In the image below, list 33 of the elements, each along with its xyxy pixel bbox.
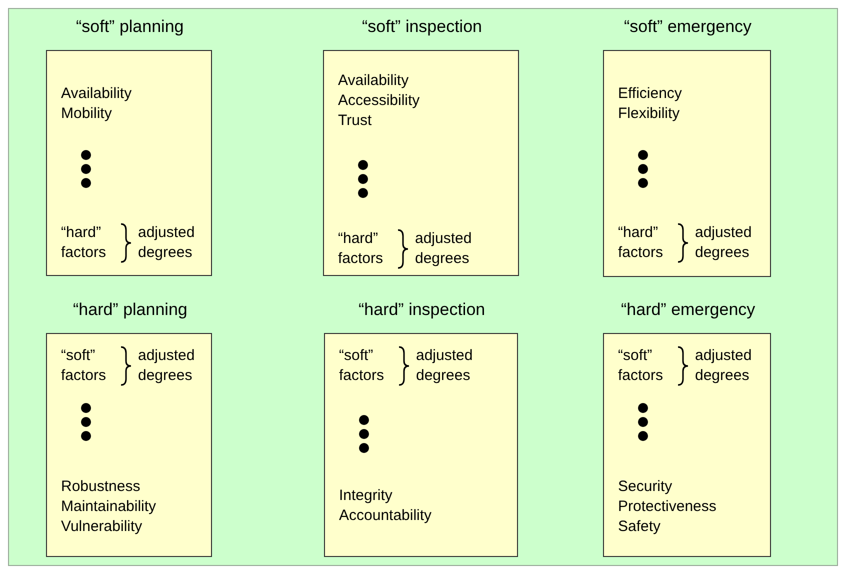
factor-group-label: “soft” factors xyxy=(61,346,108,386)
factor-name: Mobility xyxy=(61,104,112,124)
result-label: adjusted degrees xyxy=(695,346,753,386)
factor-name: Protectiveness xyxy=(618,497,716,517)
factor-name: Accountability xyxy=(339,506,432,526)
factor-group-label: “hard” factors xyxy=(618,223,664,263)
factor-name: Availability xyxy=(61,84,132,104)
result-label: adjusted degrees xyxy=(138,346,196,386)
factor-name: Safety xyxy=(618,517,661,537)
factor-group-label: “soft” factors xyxy=(339,346,386,386)
factor-name: Trust xyxy=(338,111,372,131)
box-heading: “soft” planning xyxy=(76,17,184,37)
result-label: adjusted degrees xyxy=(138,223,196,263)
result-label: adjusted degrees xyxy=(695,223,753,263)
factor-name: Robustness xyxy=(61,477,140,497)
box-heading: “hard” planning xyxy=(73,300,188,320)
box-heading: “soft” inspection xyxy=(362,17,482,37)
factor-name: Efficiency xyxy=(618,84,682,104)
box-heading: “hard” emergency xyxy=(621,300,756,320)
result-label: adjusted degrees xyxy=(415,229,473,269)
factor-name: Availability xyxy=(338,71,409,91)
factor-name: Maintainability xyxy=(61,497,156,517)
factor-group-label: “soft” factors xyxy=(618,346,664,386)
result-label: adjusted degrees xyxy=(416,346,474,386)
factor-name: Security xyxy=(618,477,672,497)
factor-name: Vulnerability xyxy=(61,517,142,537)
box-heading: “soft” emergency xyxy=(624,17,752,37)
factor-group-label: “hard” factors xyxy=(61,223,108,263)
factor-name: Accessibility xyxy=(338,91,420,111)
factor-name: Flexibility xyxy=(618,104,680,124)
factor-name: Integrity xyxy=(339,486,392,506)
factor-group-label: “hard” factors xyxy=(338,229,384,269)
box-heading: “hard” inspection xyxy=(358,300,486,320)
